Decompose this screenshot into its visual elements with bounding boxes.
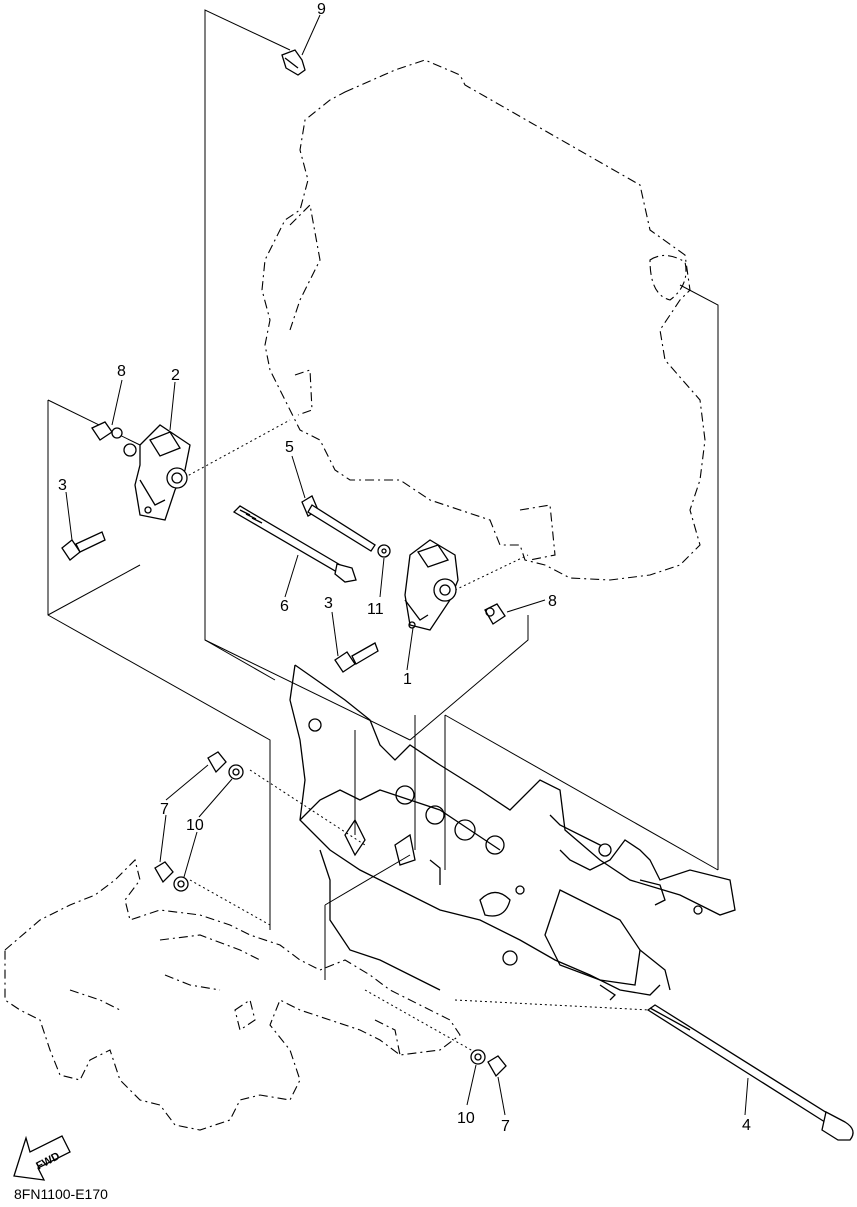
figure-code: 8FN1100-E170	[14, 1186, 108, 1202]
callout-10-bottom: 10	[457, 1110, 475, 1127]
callout-7-bottom: 7	[501, 1118, 510, 1135]
bolt-4-long	[646, 1004, 854, 1141]
washer-11-hole	[381, 548, 387, 554]
reference-lines	[47, 9, 719, 980]
lower-frame-phantom	[4, 858, 461, 1131]
callout-2: 2	[171, 367, 180, 384]
fwd-arrow-icon: FWD	[13, 1135, 71, 1181]
callout-leaders	[65, 14, 749, 1116]
bolt-5	[301, 495, 376, 552]
bolt-6	[232, 505, 357, 583]
callout-1: 1	[403, 671, 412, 688]
callout-labels: 1 2 3 3 4 5 6 7 7 8 8 9 10 10 11	[58, 1, 751, 1135]
callout-10-upper: 10	[186, 817, 204, 834]
washer-10-upper	[228, 764, 244, 780]
callout-8-right: 8	[548, 593, 557, 610]
nut-7-upper	[207, 751, 227, 774]
nut-8-left	[91, 421, 123, 441]
callout-3-left: 3	[58, 477, 67, 494]
bolt-3-right	[334, 642, 379, 673]
nut-7-lower	[154, 861, 174, 884]
alignment-guides	[179, 419, 651, 1056]
callout-4: 4	[742, 1117, 751, 1134]
engine-mount-right	[404, 539, 459, 631]
callout-7-upper: 7	[160, 801, 169, 818]
washer-11	[377, 544, 391, 558]
bolt-9	[281, 49, 306, 76]
washer-10-lower	[173, 876, 189, 892]
engine-mount-left	[123, 424, 191, 521]
bolt-3-left	[61, 531, 106, 561]
callout-6: 6	[280, 598, 289, 615]
callout-3-right: 3	[324, 595, 333, 612]
engine-phantom-outline	[261, 59, 706, 581]
nut-8-right	[484, 603, 506, 625]
callout-9: 9	[317, 1, 326, 18]
frame-structure	[289, 664, 736, 1001]
callout-8-left: 8	[117, 363, 126, 380]
nut-7-bottom	[487, 1055, 507, 1078]
callout-11: 11	[367, 601, 384, 618]
washer-10-bottom	[470, 1049, 486, 1065]
callout-5: 5	[285, 439, 294, 456]
